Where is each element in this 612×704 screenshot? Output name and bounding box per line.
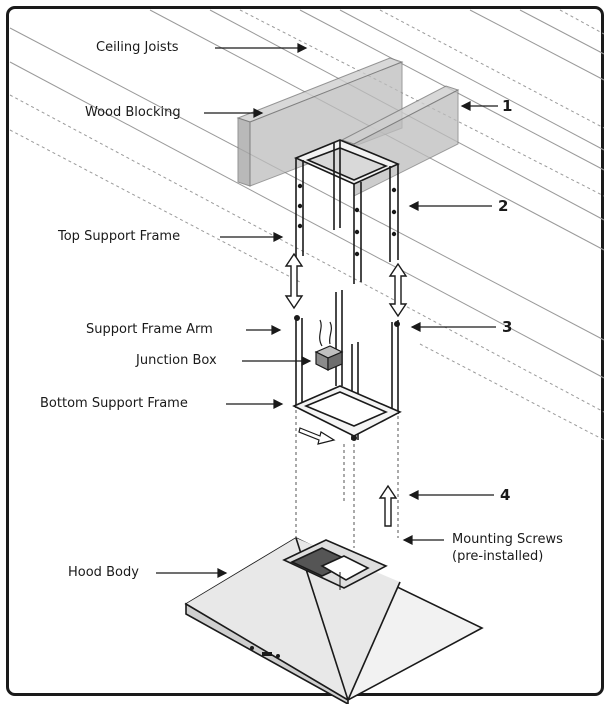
bottom-slide-arrow bbox=[298, 427, 336, 445]
junction-box-drawing bbox=[314, 319, 344, 371]
diagram-border bbox=[6, 6, 604, 696]
ceiling-joists-drawing bbox=[9, 9, 605, 441]
bottom-support-frame-drawing bbox=[292, 290, 402, 441]
label-ceiling-joists: Ceiling Joists bbox=[96, 40, 179, 55]
step-number-2: 2 bbox=[498, 197, 509, 215]
label-wood-blocking: Wood Blocking bbox=[85, 105, 181, 120]
hood-body-drawing bbox=[184, 537, 484, 704]
label-top-support-frame: Top Support Frame bbox=[58, 229, 181, 244]
alignment-lines bbox=[295, 410, 399, 548]
label-mounting-screws-note: (pre-installed) bbox=[452, 549, 544, 564]
leader-lines bbox=[156, 43, 498, 578]
slide-arrows-drawing bbox=[284, 252, 408, 318]
step-number-1: 1 bbox=[502, 97, 513, 115]
label-support-frame-arm: Support Frame Arm bbox=[86, 322, 213, 337]
step-number-3: 3 bbox=[502, 318, 513, 336]
label-bottom-support-frame: Bottom Support Frame bbox=[40, 396, 188, 411]
step-number-4: 4 bbox=[500, 486, 511, 504]
lift-arrow-drawing bbox=[378, 484, 398, 527]
label-junction-box: Junction Box bbox=[136, 353, 217, 368]
label-hood-body: Hood Body bbox=[68, 565, 139, 580]
label-mounting-screws: Mounting Screws bbox=[452, 532, 563, 547]
top-support-frame-drawing bbox=[293, 139, 401, 284]
